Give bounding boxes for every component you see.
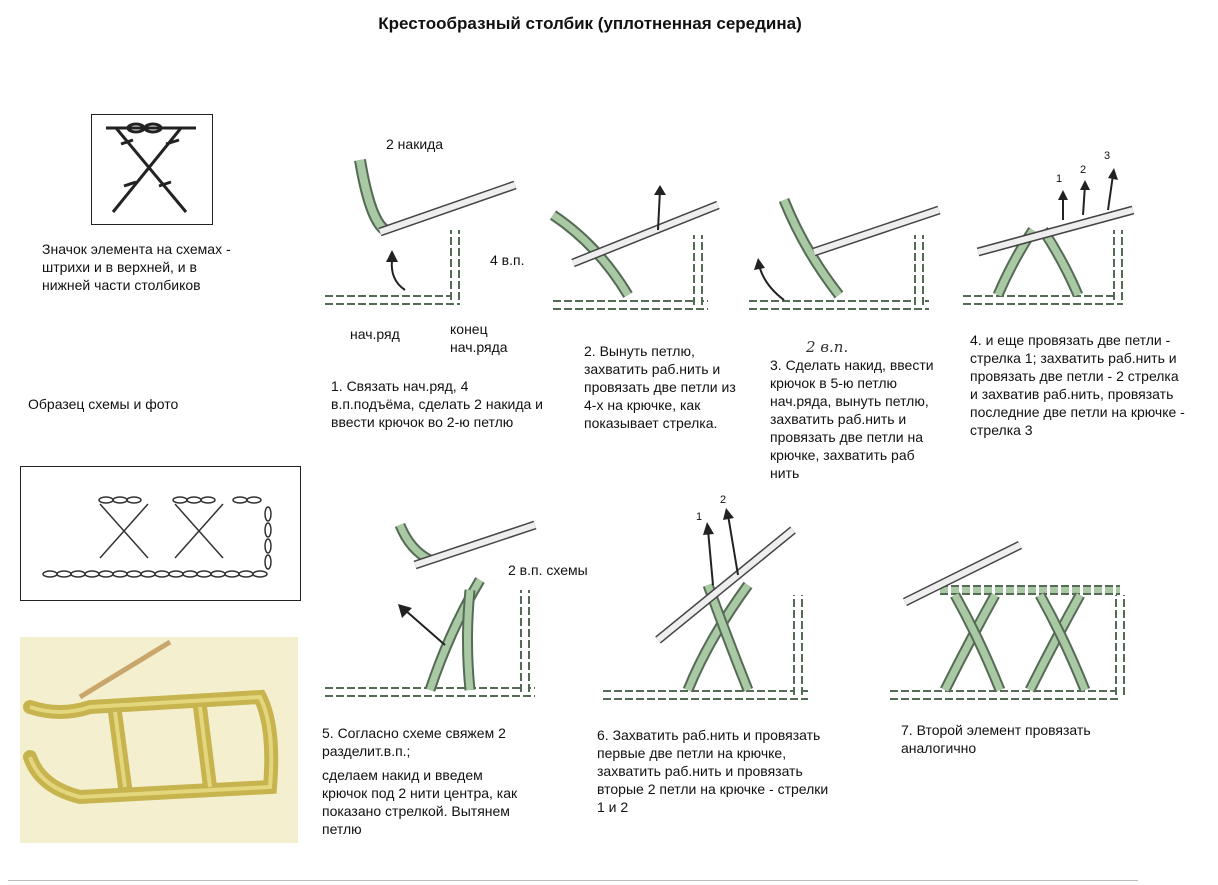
step4-arrow-1: 1 xyxy=(1056,173,1063,185)
start-row-label: нач.ряд xyxy=(350,326,400,342)
cross-stitch-symbol-icon xyxy=(106,122,196,213)
symbol-caption: Значок элемента на схемах - штрихи и в в… xyxy=(42,241,231,293)
crochet-photo-drawing xyxy=(23,639,279,805)
step1-illustration xyxy=(325,159,517,305)
step3-illustration xyxy=(749,197,941,310)
step4-arrow-3: 3 xyxy=(1104,150,1111,162)
page-title: Крестообразный столбик (уплотненная сере… xyxy=(378,14,802,33)
step4-illustration xyxy=(963,168,1135,305)
step5-caption: 5. Согласно схеме свяжем 2 разделит.в.п.… xyxy=(322,725,506,759)
step6-caption: 6. Захватить раб.нить и провязать первые… xyxy=(597,727,829,815)
sample-scheme-diagram xyxy=(42,496,272,578)
sample-scheme-box xyxy=(20,466,301,601)
scheme-chains-label: 2 в.п. схемы xyxy=(508,562,588,578)
step6-illustration xyxy=(603,508,808,700)
step2-illustration xyxy=(549,185,720,310)
step5-caption-continued: сделаем накид и введем крючок под 2 нити… xyxy=(322,767,518,837)
step3-caption: 3. Сделать накид, ввести крючок в 5-ю пе… xyxy=(770,357,934,481)
step7-caption: 7. Второй элемент провязать аналогично xyxy=(901,722,1091,756)
step4-caption: 4. и еще провязать две петли - стрелка 1… xyxy=(970,332,1185,438)
step5-illustration xyxy=(325,520,537,697)
step2-caption: 2. Вынуть петлю, захватить раб.нить и пр… xyxy=(584,343,736,431)
yarn-overs-label: 2 накида xyxy=(386,136,444,152)
footer-divider xyxy=(8,880,1138,881)
sample-caption: Образец схемы и фото xyxy=(28,396,179,412)
end-start-row-label: конец нач.ряда xyxy=(450,321,508,355)
crochet-sample-photo xyxy=(20,637,298,843)
step7-illustration xyxy=(890,540,1125,700)
chains-label: 4 в.п. xyxy=(490,252,525,268)
step6-arrow-2: 2 xyxy=(720,494,727,506)
step4-arrow-2: 2 xyxy=(1080,164,1087,176)
step1-caption: 1. Связать нач.ряд, 4 в.п.подъёма, сдела… xyxy=(331,378,543,430)
step6-arrow-1: 1 xyxy=(696,511,703,523)
symbol-box xyxy=(91,114,213,225)
chains-handwritten-label: 2 в.п. xyxy=(806,338,849,356)
